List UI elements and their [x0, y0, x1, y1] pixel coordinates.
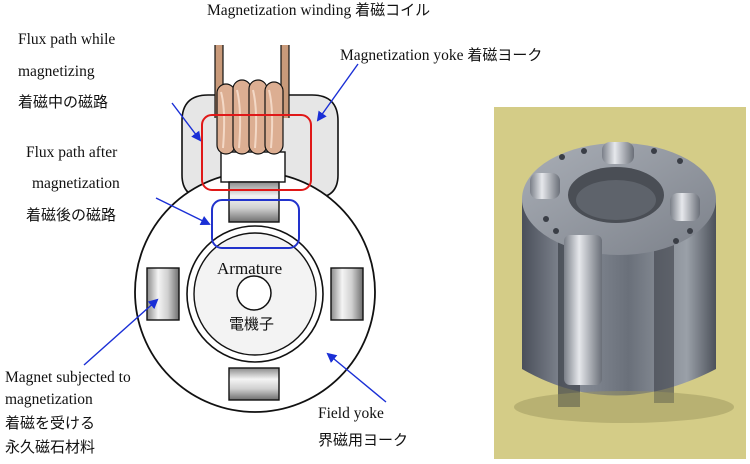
flux-while-label-1: Flux path while [18, 31, 116, 48]
flux-while-box [201, 114, 312, 191]
flux-after-label-2: magnetization [32, 175, 120, 192]
pole-piece [220, 151, 286, 183]
winding-label: Magnetization winding 着磁コイル [207, 0, 430, 21]
leader-arrows [83, 63, 387, 403]
photo-magnet-front [564, 235, 602, 385]
magnet-top [228, 181, 280, 223]
flux-after-box [211, 199, 300, 249]
yoke-label: Magnetization yoke 着磁ヨーク [340, 45, 542, 66]
yoke-label-jp: 着磁ヨーク [467, 46, 543, 64]
winding-label-jp: 着磁コイル [355, 1, 431, 19]
magnet-label-1: Magnet subjected to [5, 369, 131, 386]
magnet-label-jp2: 永久磁石材料 [5, 438, 96, 456]
magnet-left [146, 267, 180, 321]
photo-bolt-holes [543, 148, 693, 244]
magnetization-coil [216, 79, 284, 155]
magnet-right [330, 267, 364, 321]
magnet-label-2: magnetization [5, 391, 93, 408]
field-yoke-label-jp: 界磁用ヨーク [318, 431, 409, 449]
field-yoke-label-en: Field yoke [318, 405, 384, 422]
winding-label-en: Magnetization winding [207, 2, 352, 19]
flux-while-label-2: magnetizing [18, 63, 95, 80]
flux-after-label-1: Flux path after [26, 144, 118, 161]
photo-magnet-left [530, 173, 560, 199]
shaft-hole [236, 275, 272, 311]
field-yoke-photo [494, 107, 746, 459]
magnet-label-jp1: 着磁を受ける [5, 414, 96, 432]
magnet-bottom [228, 367, 280, 401]
yoke-label-en: Magnetization yoke [340, 47, 464, 64]
flux-after-label-jp: 着磁後の磁路 [26, 206, 117, 224]
photo-magnet-back [602, 142, 634, 164]
flux-while-label-jp: 着磁中の磁路 [18, 93, 109, 111]
photo-magnet-right [670, 193, 700, 221]
armature-label-en: Armature [217, 259, 283, 278]
armature-label-jp: 電機子 [229, 315, 275, 333]
